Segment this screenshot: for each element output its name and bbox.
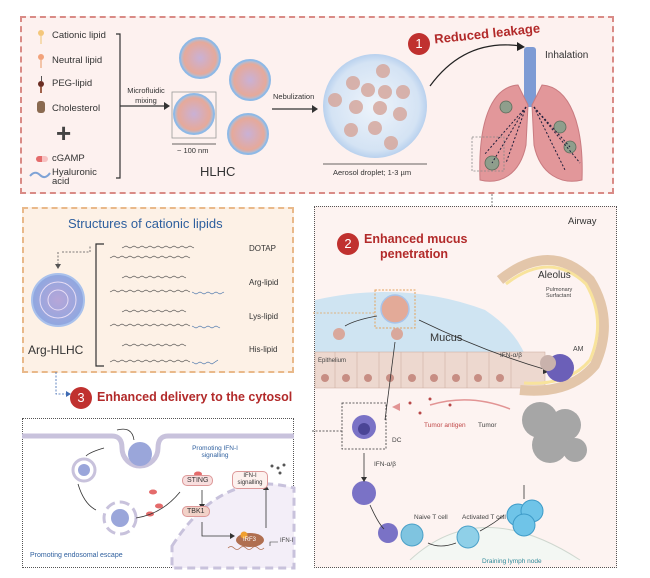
endosomal-escape-label: Promoting endosomal escape	[30, 552, 123, 559]
irf3-label: IRF3	[243, 537, 257, 543]
dc-box	[341, 402, 387, 450]
ifn-output-label: IFN-I	[280, 538, 294, 544]
endosome	[71, 457, 97, 483]
connector-line	[491, 194, 493, 208]
structures-title: Structures of cationic lipids	[68, 216, 223, 231]
size-box	[171, 91, 217, 139]
lipid-structures-drawing	[95, 243, 225, 367]
tumor-antigen-label: Tumor antigen	[424, 422, 466, 429]
tumor	[522, 402, 587, 463]
cholesterol-icon	[37, 101, 45, 113]
step-nebulization-label: Nebulization	[273, 92, 315, 101]
hyaluronic-acid-icon	[29, 171, 51, 179]
ingredient-label: Cationic lipid	[52, 30, 106, 41]
size-label: ~ 100 nm	[177, 146, 209, 155]
hlhc-particles	[171, 37, 271, 155]
lipid-label-arg: Arg-lipid	[249, 278, 279, 287]
immune-response-illustration	[312, 397, 587, 561]
aerosol-droplet	[323, 54, 427, 165]
lipid-label-lys: Lys-lipid	[249, 312, 279, 321]
activated-t-cell-label: Activated T cell	[462, 514, 506, 521]
mature-dendritic-cell	[352, 481, 376, 505]
naive-t-cell-label: Naive T cell	[414, 514, 448, 521]
alveolus	[496, 255, 609, 396]
activated-t-cell	[456, 525, 480, 549]
step-title-cytosol: Enhanced delivery to the cytosol	[97, 390, 293, 404]
step-mixing-label: Microfluidic mixing	[127, 86, 165, 105]
sting-box: STING	[182, 475, 214, 486]
peg-lipid-icon	[36, 76, 46, 94]
epithelium-label: Epithelium	[318, 358, 347, 364]
step-badge-3: 3	[70, 387, 92, 409]
epithelium-layer	[314, 351, 546, 389]
mixing-bracket	[116, 33, 170, 179]
airway-title: Airway	[568, 216, 597, 227]
tumor-label: Tumor	[478, 422, 497, 429]
surfactant-label: Pulmonary Surfactant	[546, 287, 573, 299]
inhalation-arrow	[429, 42, 525, 87]
arg-hlhc-label: Arg-HLHC	[28, 343, 84, 357]
step-title-mucus-line2: penetration	[380, 247, 449, 261]
dna-strand	[227, 546, 265, 550]
hlhc-label: HLHC	[200, 164, 236, 179]
hlhc-particle	[333, 328, 345, 340]
step-badge-2: 2	[337, 233, 359, 255]
lymph-node-label: Draining lymph node	[482, 558, 542, 565]
endocytosed-particle	[128, 442, 152, 466]
hlhc-particle	[391, 328, 403, 340]
hlhc-particle	[380, 294, 410, 324]
lipid-label-his: His-lipid	[249, 345, 278, 354]
payload-label: Hyaluronic acid	[52, 167, 97, 187]
hlhc-particle	[179, 37, 221, 79]
neutral-lipid-icon	[36, 54, 46, 68]
ingredient-label: PEG-lipid	[52, 78, 93, 89]
ifn-signalling-box: IFN-I signalling	[232, 471, 268, 489]
ifn-signalling-heading: Promoting IFN-I signalling	[192, 445, 238, 459]
ingredient-label: Cholesterol	[52, 103, 101, 114]
lipid-label-dotap: DOTAP	[249, 244, 276, 253]
airway-tissue	[313, 289, 551, 421]
connector-arrow	[55, 372, 71, 397]
cell-illustration	[22, 428, 296, 570]
arg-hlhc-particle	[31, 246, 91, 327]
plus-sign: +	[56, 118, 72, 148]
step-title-mucus-line1: Enhanced mucus	[364, 232, 468, 246]
hlhc-particle	[227, 113, 269, 155]
dc-label: DC	[392, 437, 402, 444]
tbk1-box: TBK1	[182, 506, 210, 517]
mucus-label: Mucus	[430, 332, 463, 344]
am-label: AM	[573, 346, 584, 353]
nucleus	[170, 482, 296, 570]
lymph-node	[409, 527, 581, 561]
lungs-illustration	[471, 47, 583, 182]
hlhc-particle	[173, 93, 215, 135]
hlhc-particle	[229, 59, 271, 101]
phospho-icon	[240, 531, 248, 539]
ifn-label: IFN-α/β	[500, 352, 522, 359]
alveolus-label: Aleolus	[538, 270, 571, 281]
nebulization-arrow	[272, 105, 318, 113]
cgamp-icon	[36, 156, 48, 162]
step-badge-1: 1	[408, 33, 430, 55]
inhalation-label: Inhalation	[545, 50, 589, 61]
mucus-layer	[315, 292, 525, 355]
naive-t-cell	[400, 523, 424, 547]
cationic-lipid-icon	[36, 30, 46, 44]
cell-membrane	[22, 433, 294, 469]
tumor-antigen-arrow	[429, 399, 511, 410]
ifn-dc-label: IFN-α/β	[374, 461, 396, 468]
payload-label: cGAMP	[52, 153, 85, 164]
aerosol-label: Aerosol droplet; 1-3 µm	[333, 168, 412, 177]
ingredient-label: Neutral lipid	[52, 55, 103, 66]
